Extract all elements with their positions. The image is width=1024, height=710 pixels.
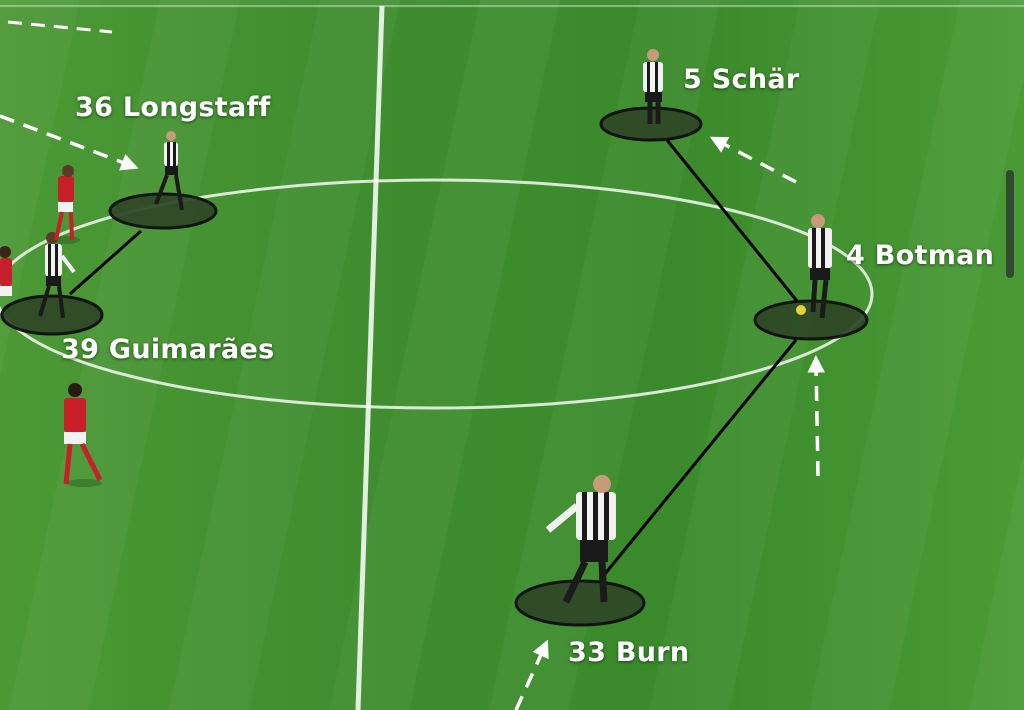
link-longstaff-guimaraes bbox=[69, 229, 142, 296]
zone-botman bbox=[753, 299, 869, 341]
link-botman-burn bbox=[598, 339, 798, 581]
player-botman bbox=[796, 214, 832, 319]
player-burn bbox=[545, 475, 616, 604]
zone-guimaraes bbox=[0, 294, 104, 336]
movement-arrow bbox=[7, 20, 113, 34]
zone-longstaff bbox=[108, 192, 218, 230]
movement-arrow-burn bbox=[514, 639, 549, 710]
player-away-1 bbox=[54, 165, 74, 241]
centre-circle bbox=[0, 178, 874, 410]
player-longstaff bbox=[154, 131, 184, 211]
player-label-burn: 33 Burn bbox=[568, 637, 690, 668]
player-away-2 bbox=[0, 246, 12, 296]
player-away-3 bbox=[63, 383, 103, 485]
movement-arrow-schar bbox=[709, 136, 797, 184]
player-label-schar: 5 Schär bbox=[683, 64, 800, 95]
player-schar bbox=[643, 49, 663, 124]
player-label-longstaff: 36 Longstaff bbox=[75, 92, 271, 123]
player-guimaraes bbox=[38, 232, 76, 319]
zone-burn bbox=[514, 579, 646, 627]
scrollbar[interactable] bbox=[1006, 170, 1014, 278]
halfway-line bbox=[355, 5, 385, 710]
player-label-guimaraes: 39 Guimarães bbox=[61, 334, 275, 365]
movement-arrow-botman bbox=[807, 355, 825, 477]
player-label-botman: 4 Botman bbox=[846, 240, 995, 271]
link-schar-botman bbox=[665, 139, 799, 302]
